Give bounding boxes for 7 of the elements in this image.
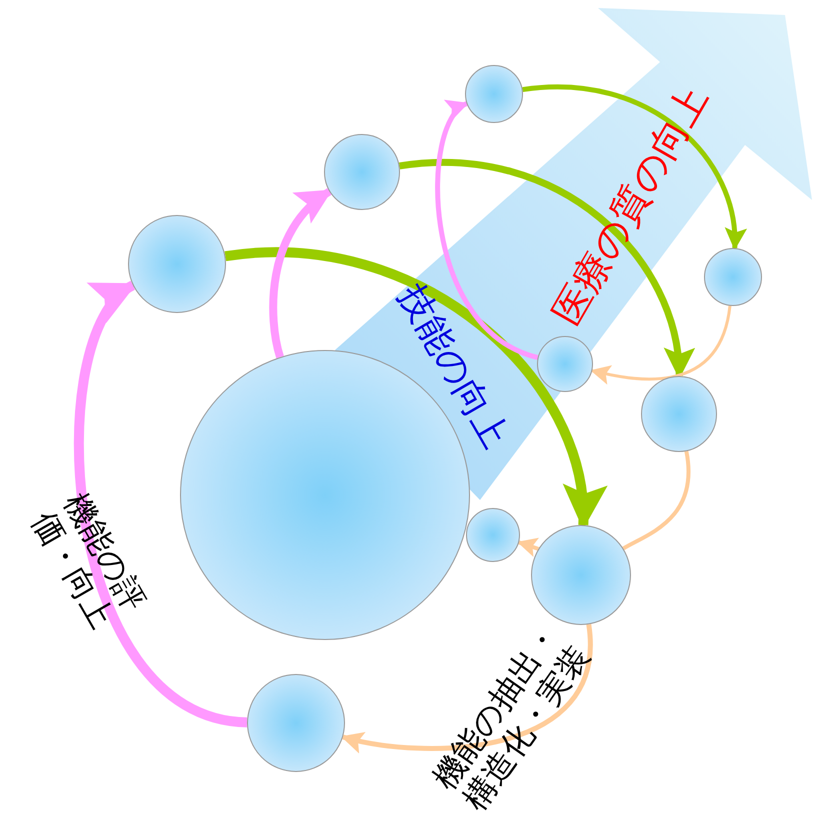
arrow xyxy=(517,538,542,558)
caption-text: 医療の質の向上 xyxy=(545,77,718,333)
caption-text: 機能の評価・向上 xyxy=(24,486,156,637)
arrow xyxy=(522,84,746,250)
arrow xyxy=(340,624,592,753)
caption-text: 機能の抽出・構造化・実装 xyxy=(426,615,598,817)
arrow xyxy=(74,281,248,728)
